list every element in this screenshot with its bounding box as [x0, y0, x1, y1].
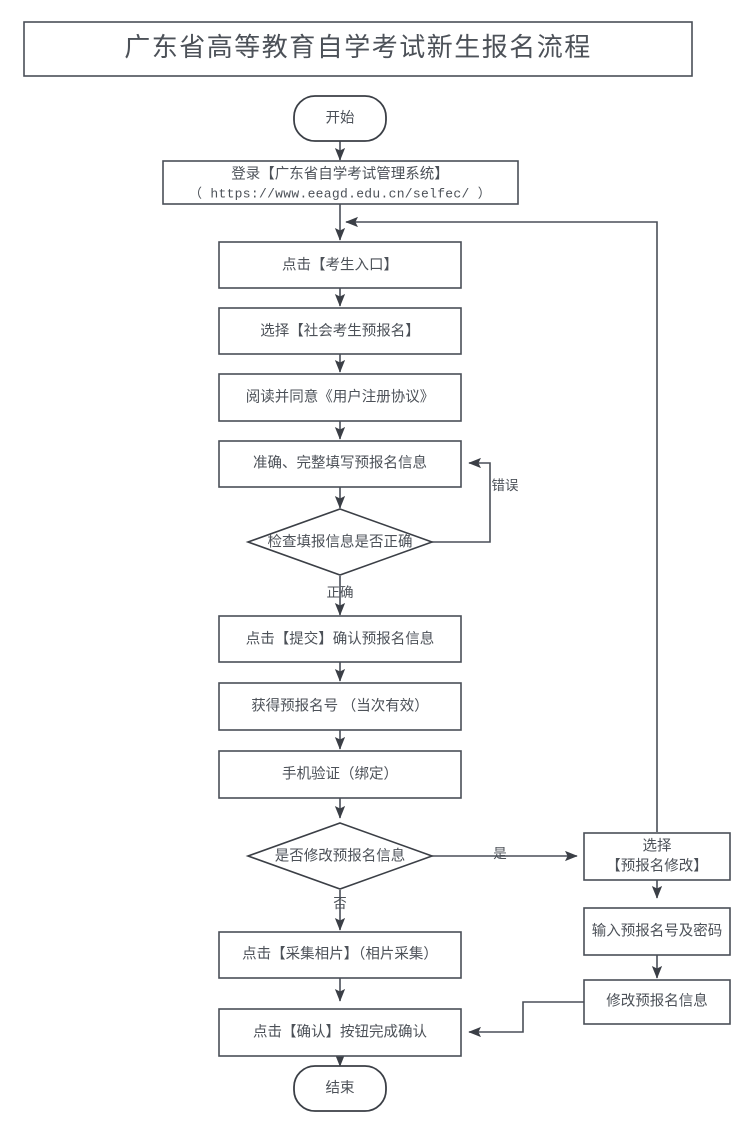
- node-choose-preregister[interactable]: 选择【社会考生预报名】: [218, 307, 462, 355]
- edge-check-error-loop: [432, 457, 491, 543]
- node-confirm[interactable]: 点击【确认】按钮完成确认: [218, 1008, 462, 1057]
- node-submit-label: 点击【提交】确认预报名信息: [246, 629, 435, 647]
- node-agreement[interactable]: 阅读并同意《用户注册协议》: [218, 373, 462, 422]
- node-end[interactable]: 结束: [293, 1065, 387, 1112]
- node-fill-info[interactable]: 准确、完整填写预报名信息: [218, 440, 462, 488]
- edge-label-error: 错误: [492, 478, 520, 493]
- edge-label-no: 否: [333, 896, 347, 911]
- node-phone-verify[interactable]: 手机验证（绑定）: [218, 750, 462, 799]
- node-modify-info-label: 修改预报名信息: [606, 992, 708, 1009]
- chart-title-box: 广东省高等教育自学考试新生报名流程: [23, 21, 693, 77]
- node-modify-info[interactable]: 修改预报名信息: [583, 979, 731, 1025]
- node-start[interactable]: 开始: [293, 95, 387, 142]
- edge-label-correct: 正确: [327, 585, 354, 600]
- node-end-label: 结束: [326, 1079, 355, 1096]
- node-login[interactable]: 登录【广东省自学考试管理系统】 （ https://www.eeagd.edu.…: [162, 160, 519, 205]
- node-collect-photo-label: 点击【采集相片】（相片采集）: [242, 945, 438, 962]
- node-select-modify-label-line2: 【预报名修改】: [606, 857, 708, 874]
- node-collect-photo[interactable]: 点击【采集相片】（相片采集）: [218, 931, 462, 979]
- node-select-modify-label-line1: 选择: [643, 837, 672, 854]
- node-login-label-line1: 登录【广东省自学考试管理系统】: [231, 165, 449, 182]
- node-fill-info-label: 准确、完整填写预报名信息: [253, 454, 427, 471]
- node-select-modify[interactable]: 选择 【预报名修改】: [583, 832, 731, 881]
- node-check-info-decision[interactable]: 检查填报信息是否正确: [245, 508, 435, 576]
- node-entry[interactable]: 点击【考生入口】: [218, 241, 462, 289]
- node-get-number-label: 获得预报名号 （当次有效）: [251, 697, 429, 714]
- node-agreement-label: 阅读并同意《用户注册协议》: [246, 387, 435, 405]
- connectors-group: [334, 140, 663, 1067]
- edge-modify-return-to-main: [345, 216, 658, 832]
- node-confirm-label: 点击【确认】按钮完成确认: [253, 1023, 427, 1040]
- node-input-credentials[interactable]: 输入预报名号及密码: [583, 907, 731, 956]
- node-entry-label: 点击【考生入口】: [282, 256, 398, 273]
- node-modify-decision[interactable]: 是否修改预报名信息: [245, 822, 435, 890]
- edge-label-yes: 是: [493, 846, 507, 861]
- node-login-url: （ https://www.eeagd.edu.cn/selfec/ ）: [189, 186, 491, 201]
- page-title: 广东省高等教育自学考试新生报名流程: [124, 33, 592, 62]
- node-check-info-label: 检查填报信息是否正确: [268, 533, 413, 550]
- edge-modifyinfo-to-confirm: [468, 1001, 584, 1038]
- node-input-credentials-label: 输入预报名号及密码: [592, 922, 723, 939]
- node-start-label: 开始: [326, 109, 355, 126]
- node-phone-verify-label: 手机验证（绑定）: [282, 765, 398, 782]
- node-submit[interactable]: 点击【提交】确认预报名信息: [218, 615, 462, 663]
- node-get-number[interactable]: 获得预报名号 （当次有效）: [218, 682, 462, 731]
- node-choose-preregister-label: 选择【社会考生预报名】: [260, 322, 420, 339]
- node-modify-decision-label: 是否修改预报名信息: [275, 847, 406, 864]
